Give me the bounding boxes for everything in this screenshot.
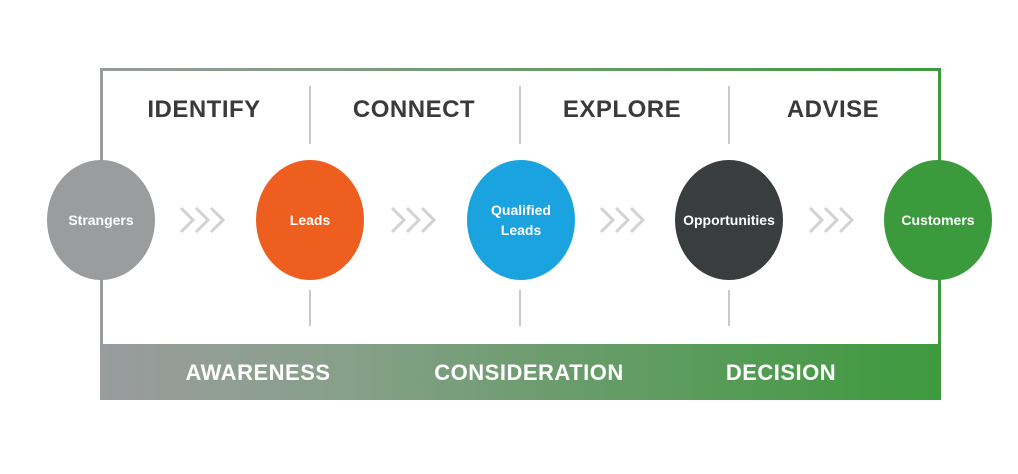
stage-label-leads: Leads [289, 212, 331, 228]
chevron-icon [405, 206, 422, 234]
divider-top-2 [519, 86, 521, 144]
divider-top-3 [728, 86, 730, 144]
chevrons-icon [808, 206, 855, 234]
stage-qualified-leads: Qualified Leads [467, 160, 575, 280]
chevron-icon [614, 206, 631, 234]
chevron-icon [420, 206, 437, 234]
divider-bottom-1 [309, 290, 311, 326]
frame-top-border [100, 68, 941, 71]
stage-band [100, 344, 941, 400]
chevron-icon [838, 206, 855, 234]
chevron-icon [823, 206, 840, 234]
chevron-icon [390, 206, 407, 234]
chevron-icon [808, 206, 825, 234]
stage-opportunities: Opportunities [675, 160, 783, 280]
band-label-decision: DECISION [725, 360, 837, 385]
chevrons-icon [179, 206, 226, 234]
phase-identify: IDENTIFY [147, 96, 261, 123]
stage-label-strangers: Strangers [68, 212, 134, 228]
phase-connect: CONNECT [352, 96, 476, 123]
stage-label-opportunities: Opportunities [683, 212, 775, 228]
chevrons-icon [599, 206, 646, 234]
chevron-icon [209, 206, 226, 234]
stage-strangers: Strangers [47, 160, 155, 280]
stage-customers: Customers [884, 160, 992, 280]
chevron-icon [179, 206, 196, 234]
band-label-awareness: AWARENESS [185, 360, 331, 385]
chevron-icon [599, 206, 616, 234]
phase-explore: EXPLORE [562, 96, 682, 123]
chevron-icon [629, 206, 646, 234]
divider-bottom-3 [728, 290, 730, 326]
chevron-icon [194, 206, 211, 234]
band-label-consideration: CONSIDERATION [434, 360, 624, 385]
chevrons-icon [390, 206, 437, 234]
divider-top-1 [309, 86, 311, 144]
phase-advise: ADVISE [786, 96, 880, 123]
stage-label-customers: Customers [901, 212, 975, 228]
divider-bottom-2 [519, 290, 521, 326]
stage-leads: Leads [256, 160, 364, 280]
stage-label-qualified-leads: Qualified Leads [491, 202, 551, 238]
